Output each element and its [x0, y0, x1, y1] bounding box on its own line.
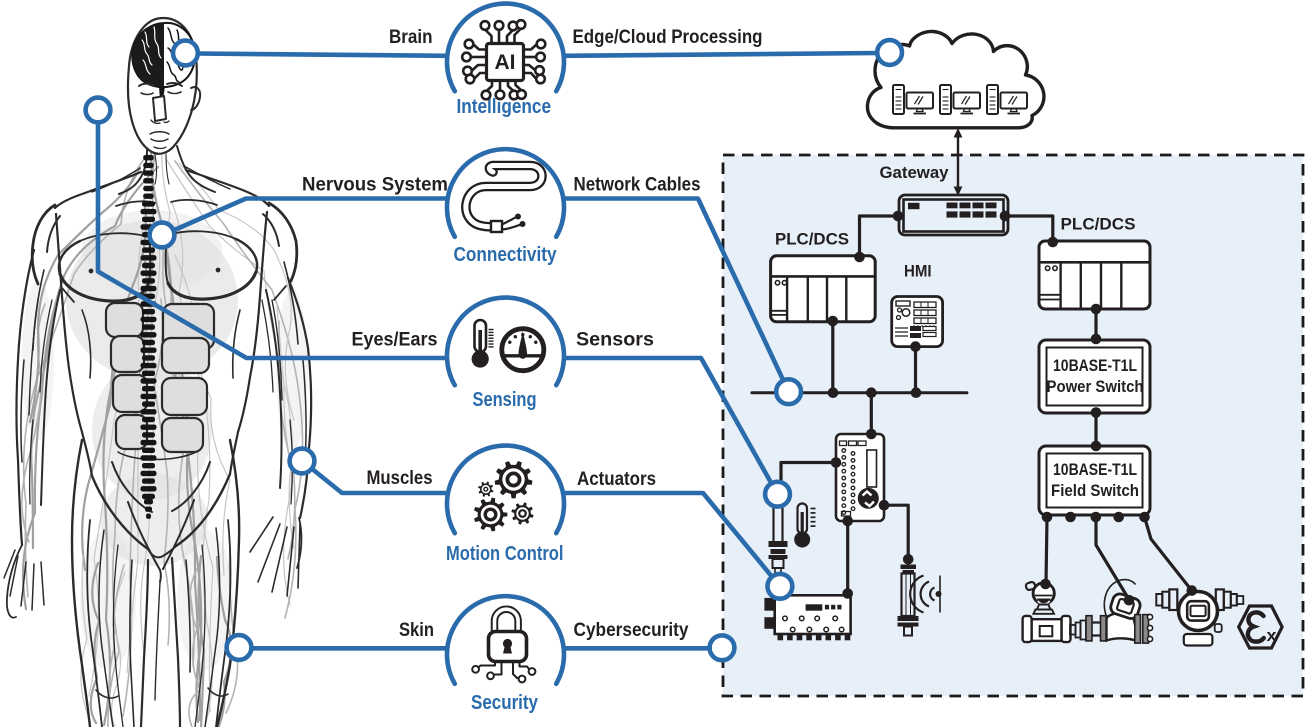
svg-text:Muscles: Muscles	[367, 468, 433, 489]
svg-text:Connectivity: Connectivity	[454, 244, 558, 266]
svg-text:Nervous System: Nervous System	[302, 175, 448, 196]
svg-text:Security: Security	[471, 692, 539, 714]
svg-text:Network Cables: Network Cables	[574, 175, 701, 196]
svg-text:HMI: HMI	[904, 262, 932, 281]
svg-text:Sensing: Sensing	[473, 389, 537, 411]
svg-text:Edge/Cloud Processing: Edge/Cloud Processing	[573, 27, 763, 48]
svg-text:Intelligence: Intelligence	[457, 96, 552, 118]
svg-text:Sensors: Sensors	[576, 330, 654, 351]
svg-text:Brain: Brain	[389, 27, 433, 48]
svg-text:AI: AI	[495, 51, 516, 74]
svg-text:Cybersecurity: Cybersecurity	[574, 620, 689, 641]
svg-text:Motion Control: Motion Control	[446, 543, 564, 565]
svg-text:10BASE-T1L: 10BASE-T1L	[1053, 461, 1137, 479]
svg-text:10BASE-T1L: 10BASE-T1L	[1053, 357, 1137, 375]
svg-text:Power Switch: Power Switch	[1047, 378, 1144, 396]
svg-text:Eyes/Ears: Eyes/Ears	[352, 330, 438, 351]
svg-text:Gateway: Gateway	[880, 163, 950, 182]
svg-text:x: x	[1267, 626, 1278, 645]
svg-text:PLC/DCS: PLC/DCS	[775, 230, 849, 249]
svg-text:PLC/DCS: PLC/DCS	[1061, 215, 1136, 234]
svg-text:Field Switch: Field Switch	[1051, 482, 1139, 500]
svg-text:Actuators: Actuators	[577, 469, 656, 490]
svg-text:Skin: Skin	[399, 620, 434, 641]
